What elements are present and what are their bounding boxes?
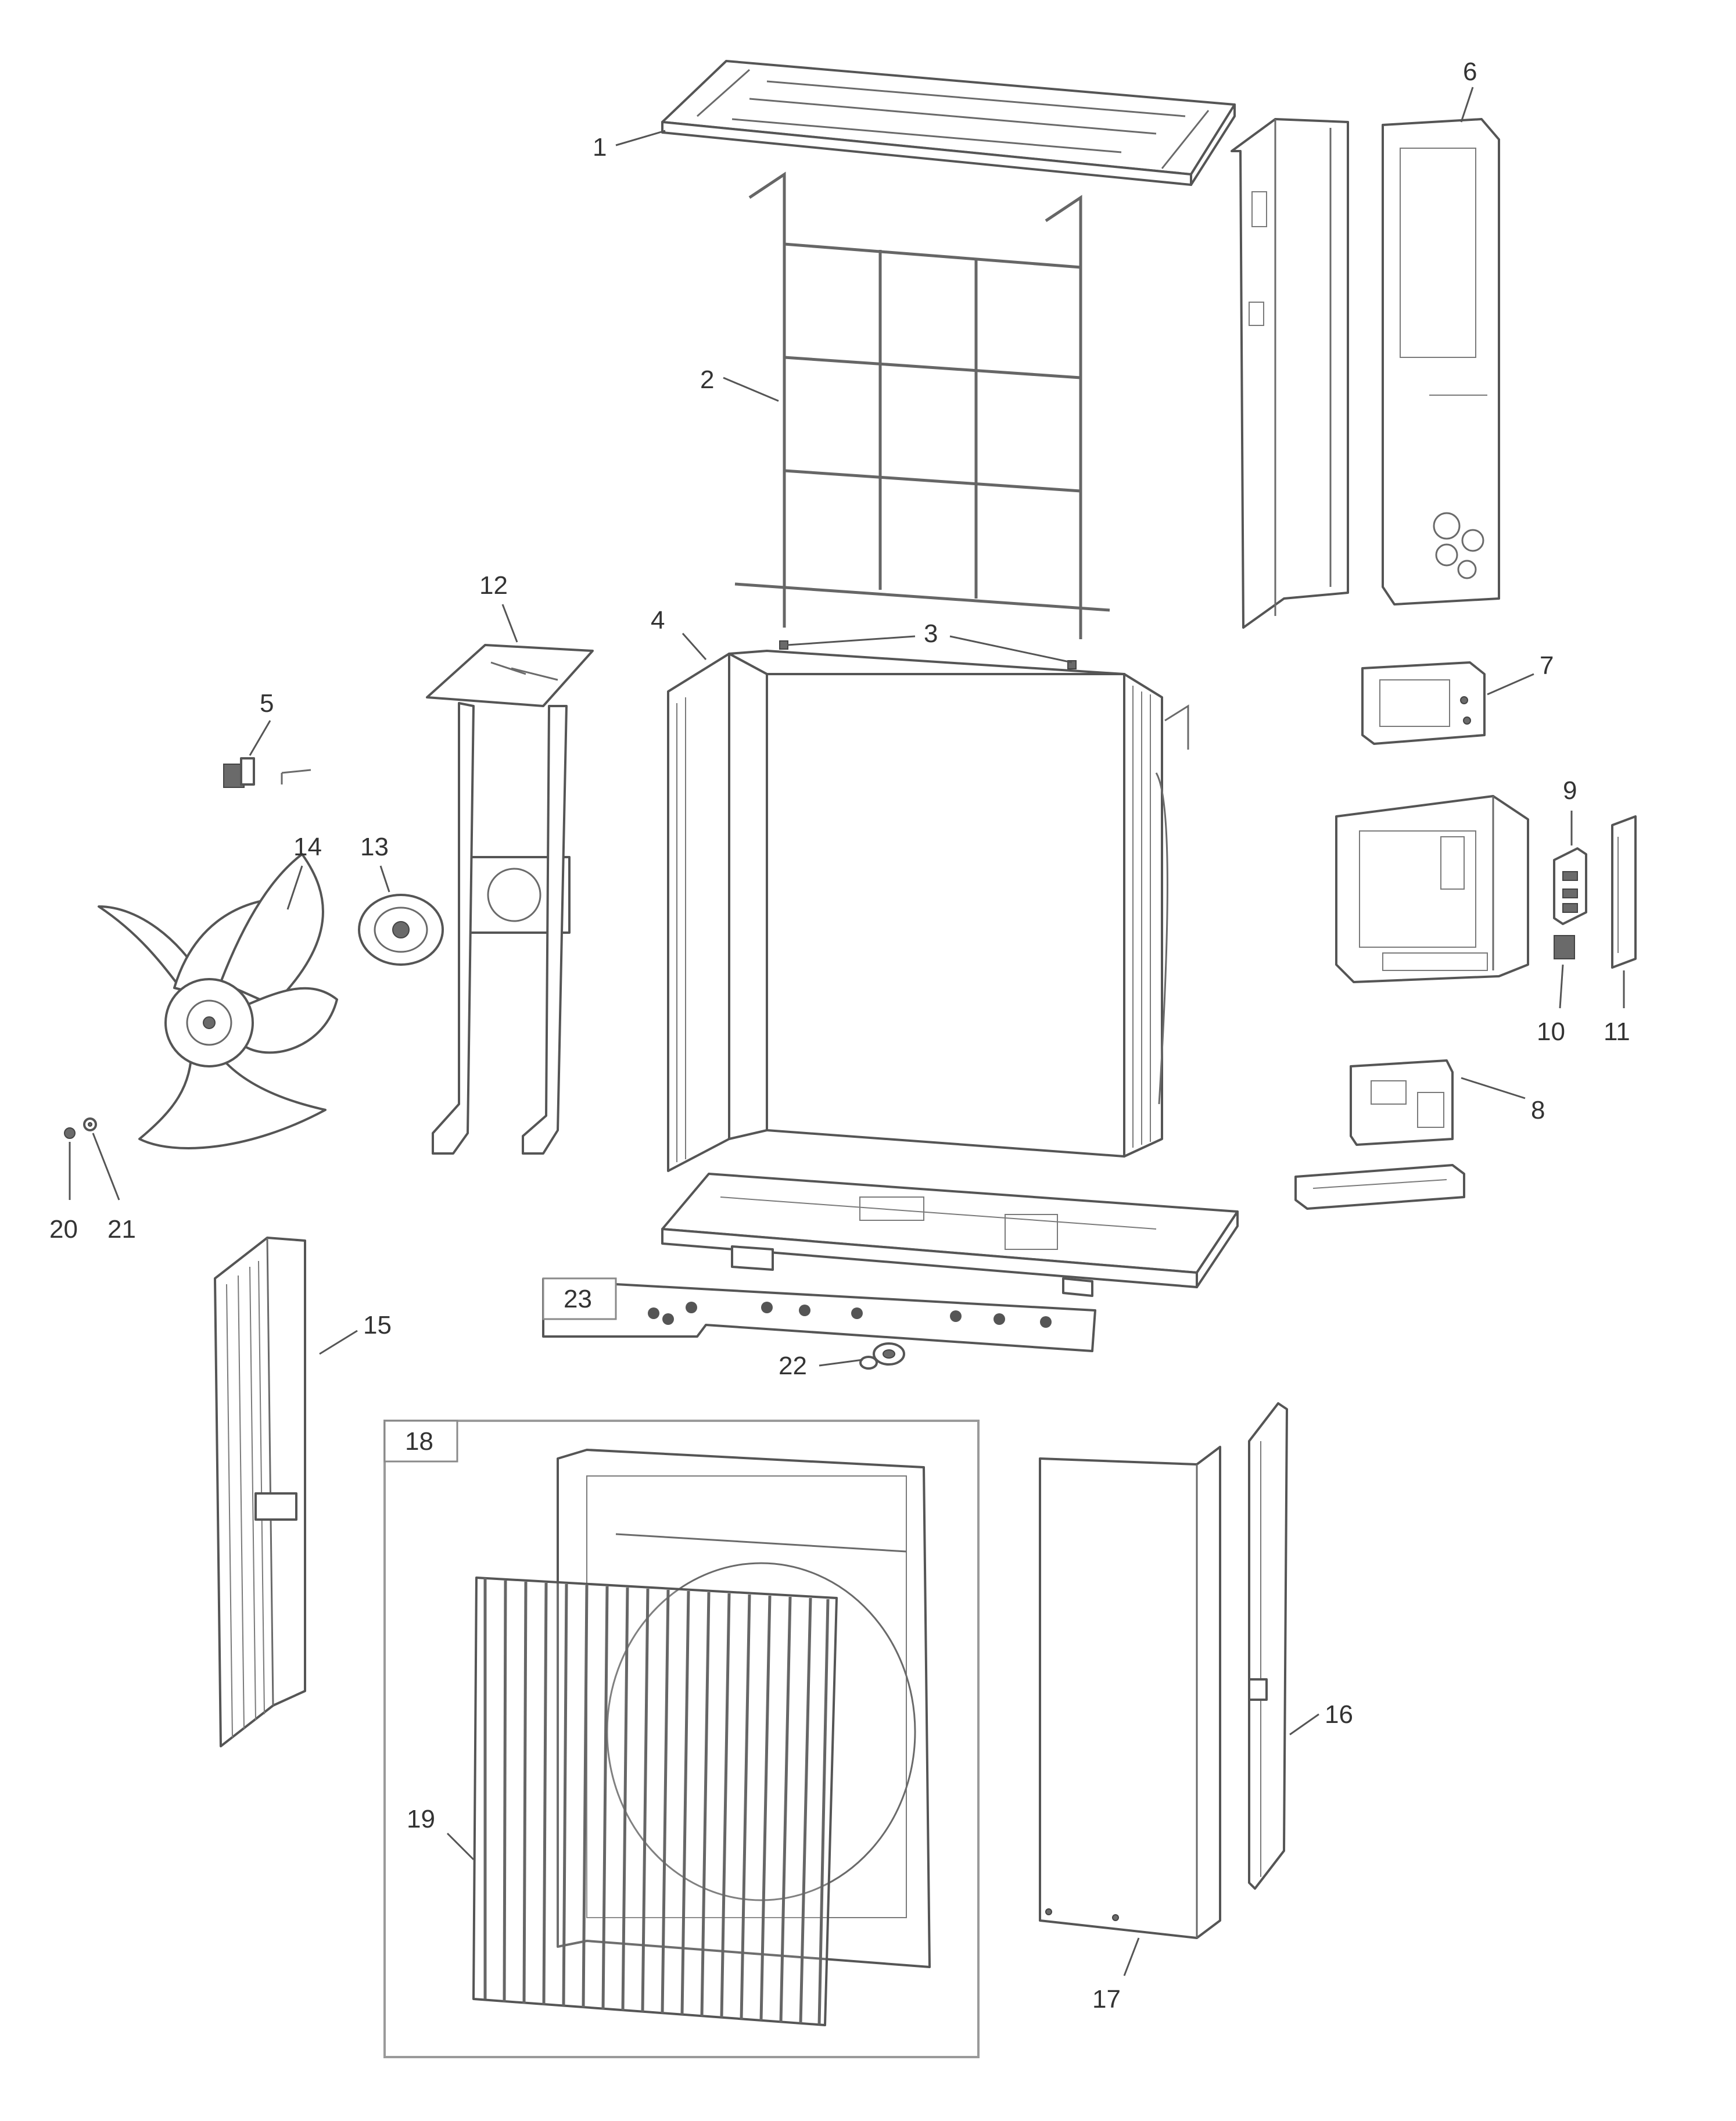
callout-labels: 1 2 3 4 5 6 7 8 9 10 11 12 13 14 15 16 [49, 58, 1630, 2013]
front-guard [472, 1577, 838, 2026]
callout-23: 23 [564, 1285, 592, 1313]
callout-20: 20 [49, 1215, 78, 1244]
callout-5: 5 [260, 689, 274, 718]
wire-guard [734, 171, 1110, 639]
fan-nut [64, 1127, 76, 1139]
callout-16: 16 [1325, 1700, 1353, 1729]
callout-3: 3 [924, 619, 938, 648]
pcb [1294, 1059, 1465, 1210]
callout-15: 15 [363, 1311, 392, 1339]
callout-2: 2 [700, 366, 714, 394]
base-pan [661, 1173, 1239, 1297]
terminal-block [1553, 847, 1587, 925]
small-bracket [223, 757, 311, 788]
callout-9: 9 [1563, 776, 1577, 805]
callout-7: 7 [1540, 651, 1554, 680]
motor-support [426, 644, 594, 1155]
callout-11: 11 [1604, 1017, 1630, 1046]
control-board [1361, 661, 1486, 745]
damper-set [542, 1277, 1096, 1352]
side-panel [1248, 1402, 1288, 1890]
fan-washer [83, 1117, 97, 1131]
callout-14: 14 [293, 833, 322, 861]
callout-18: 18 [405, 1427, 433, 1456]
callout-13: 13 [360, 833, 389, 861]
callout-22: 22 [779, 1352, 807, 1380]
callout-17: 17 [1092, 1985, 1121, 2013]
fan-motor [358, 894, 444, 966]
callout-12: 12 [479, 571, 508, 600]
condenser-coil [667, 650, 1189, 1172]
callout-21: 21 [107, 1215, 136, 1244]
front-right-panel [1039, 1446, 1221, 1939]
callout-10: 10 [1537, 1017, 1565, 1046]
callout-4: 4 [651, 606, 665, 635]
callout-8: 8 [1531, 1096, 1545, 1124]
top-panel [661, 60, 1236, 186]
callout-1: 1 [593, 133, 607, 162]
front-panel-assembly [383, 1420, 980, 2058]
callout-6: 6 [1463, 58, 1477, 86]
right-side-panel [1231, 118, 1500, 629]
terminal-screw-set [1554, 935, 1575, 959]
callout-19: 19 [407, 1805, 435, 1833]
electrical-box [1335, 795, 1529, 983]
propeller-fan [98, 853, 338, 1149]
terminal-cover [1611, 815, 1637, 969]
side-grille [214, 1237, 306, 1747]
drain-plug [859, 1342, 905, 1370]
